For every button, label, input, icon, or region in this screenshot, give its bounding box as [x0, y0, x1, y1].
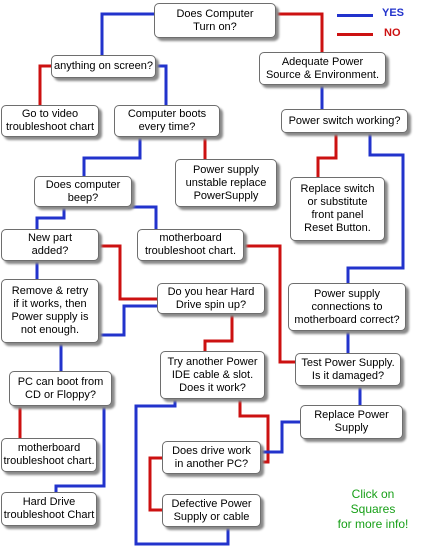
connector-screen-yes [156, 64, 168, 105]
node-computer-turn-on[interactable]: Does Computer Turn on? [154, 3, 276, 38]
connector-turn-on-yes [100, 12, 154, 55]
node-remove-retry[interactable]: Remove & retry if it works, then Power s… [1, 279, 99, 343]
node-anything-on-screen[interactable]: anything on screen? [51, 55, 156, 78]
connector-mobo-a-no [244, 244, 295, 364]
connector-turn-on-no [276, 12, 324, 52]
connector-hear-no [59, 304, 157, 371]
node-computer-beep[interactable]: Does computer beep? [34, 176, 132, 207]
node-defective-supply[interactable]: Defective Power Supply or cable [162, 494, 261, 527]
legend-no-swatch [337, 33, 373, 36]
connector-cd-yes [54, 406, 106, 492]
node-adequate-power[interactable]: Adequate Power Source & Environment. [259, 52, 386, 85]
node-motherboard-chart-a[interactable]: motherboard troubleshoot chart. [137, 229, 244, 261]
node-boot-from-cd[interactable]: PC can boot from CD or Floppy? [9, 371, 112, 406]
click-squares-note: Click on Squares for more info! [337, 487, 409, 531]
connector-replace-psu-in [261, 420, 300, 454]
connector-boots-yes [82, 137, 142, 176]
node-drive-other-pc[interactable]: Does drive work in another PC? [162, 441, 261, 474]
connector-drive-no [148, 456, 162, 512]
legend-yes-label: YES [382, 7, 405, 19]
connector-beep-no [35, 207, 66, 229]
node-hard-drive-chart[interactable]: Hard Drive troubleshoot Chart [1, 492, 97, 526]
connector-hear-yes [203, 314, 234, 351]
connector-switch-no [316, 133, 338, 177]
node-new-part-added[interactable]: New part added? [1, 229, 99, 261]
node-hear-drive-spin[interactable]: Do you hear Hard Drive spin up? [157, 283, 265, 314]
node-psu-unstable[interactable]: Power supply unstable replace PowerSuppl… [175, 159, 277, 207]
connector-ide-yes [134, 399, 230, 546]
node-boots-every-time[interactable]: Computer boots every time? [114, 105, 220, 137]
connector-ide-no [238, 399, 270, 464]
connector-switch-yes [346, 133, 405, 283]
connector-beep-yes [128, 205, 158, 229]
connector-new-part-no [99, 244, 157, 301]
node-replace-psu[interactable]: Replace Power Supply [300, 405, 403, 439]
node-replace-switch[interactable]: Replace switch or substitute front panel… [290, 177, 385, 241]
connector-screen-no [38, 64, 51, 105]
node-video-troubleshoot-chart[interactable]: Go to video troubleshoot chart [1, 105, 99, 137]
legend-yes-swatch [337, 14, 373, 17]
legend-no-label: NO [384, 27, 401, 39]
node-test-psu[interactable]: Test Power Supply. Is it damaged? [295, 353, 401, 386]
node-motherboard-chart-b[interactable]: motherboard troubleshoot chart. [1, 438, 97, 472]
node-power-switch[interactable]: Power switch working? [281, 109, 408, 133]
node-ide-cable[interactable]: Try another Power IDE cable & slot. Does… [160, 351, 265, 399]
node-psu-connections[interactable]: Power supply connections to motherboard … [288, 283, 406, 331]
